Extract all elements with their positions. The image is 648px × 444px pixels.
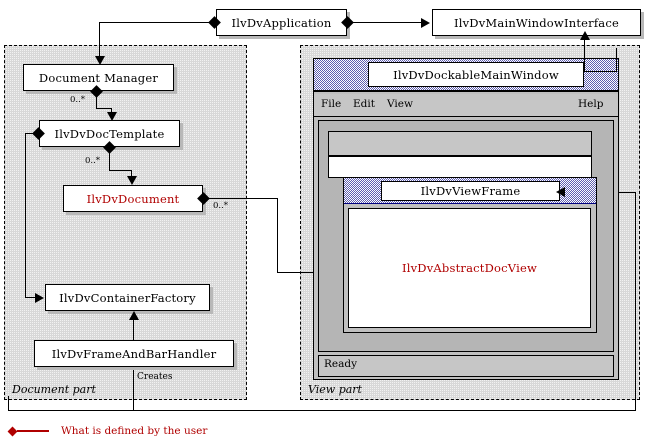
arrowhead-to-container-factory [35,293,44,303]
arrowhead-to-view-frame [556,187,565,197]
arrowhead-to-main-window-interface [580,31,590,40]
multiplicity-template-document: 0..* [85,156,101,166]
class-label-abstract-doc-view: IlvDvAbstractDocView [401,261,538,275]
edge-manager-to-template-h [96,108,111,109]
class-label-doc-template: IlvDvDocTemplate [54,126,165,141]
arrowhead-to-interface [421,18,430,28]
class-ilvdvviewframe[interactable]: IlvDvViewFrame [381,181,560,201]
legend-text: What is defined by the user [61,425,208,437]
class-ilvdvmainwindowinterface[interactable]: IlvDvMainWindowInterface [432,9,641,36]
class-ilvdvcontainerfactory[interactable]: IlvDvContainerFactory [45,284,210,311]
edge-application-to-manager-h [99,22,211,23]
class-label-dockable-main-window: IlvDvDockableMainWindow [393,67,559,82]
main-window-menubar: File Edit View Help [314,94,618,117]
class-ilvdvdockablemainwindow[interactable]: IlvDvDockableMainWindow [368,62,584,87]
edge-template-to-document-h [109,170,131,171]
docked-toolbar [328,131,592,156]
arrowhead-to-doc-template [107,112,117,121]
edge-mainwindow-to-interface-h [584,71,616,72]
edge-application-to-manager-v [99,22,100,58]
edge-mainwindow-to-interface-v1 [584,38,585,71]
edge-mainwindow-to-interface-v2 [616,48,617,72]
edge-template-to-factory-v [25,133,26,298]
class-label-application: IlvDvApplication [231,15,332,30]
outer-frame-bottom [8,410,134,411]
outer-frame-left [8,396,9,411]
legend: What is defined by the user [7,425,208,437]
edge-handler-to-factory [133,320,134,341]
edge-label-creates: Creates [137,372,173,382]
document-part-label: Document part [12,383,96,396]
class-label-document: IlvDvDocument [86,191,180,206]
edge-document-to-view-v [277,198,278,272]
edge-application-to-interface [351,22,423,23]
edge-template-to-document-v1 [109,151,110,170]
menu-item-file[interactable]: File [321,98,342,110]
class-ilvdvapplication[interactable]: IlvDvApplication [216,9,347,36]
class-document-manager[interactable]: Document Manager [23,64,174,91]
edge-manager-to-template-v1 [96,95,97,108]
edge-document-to-view-h2 [277,272,335,273]
multiplicity-manager-template: 0..* [70,95,86,105]
multiplicity-document-view: 0..* [213,201,229,211]
edge-document-to-view-h1 [208,198,277,199]
class-label-document-manager: Document Manager [38,70,159,85]
class-label-view-frame: IlvDvViewFrame [420,184,521,198]
edge-template-to-factory-h1 [25,133,36,134]
creates-route-right [635,192,636,411]
class-label-main-window-interface: IlvDvMainWindowInterface [453,15,619,30]
legend-diamond-icon [7,426,18,436]
legend-line-icon [17,430,49,432]
view-part-label: View part [308,383,362,396]
mdi-client-area [328,156,592,178]
class-ilvdvabstractdocview[interactable]: IlvDvAbstractDocView [348,208,591,328]
edge-template-to-factory-h2 [25,297,36,298]
menu-item-help[interactable]: Help [578,98,604,110]
arrowhead-to-document-manager [95,56,105,65]
statusbar-text: Ready [324,358,358,370]
class-ilvdvframeandbarhandler[interactable]: IlvDvFrameAndBarHandler [34,340,234,367]
menu-item-edit[interactable]: Edit [353,98,375,110]
class-label-frame-and-bar-handler: IlvDvFrameAndBarHandler [51,346,217,361]
creates-route-bottom [133,410,636,411]
class-label-container-factory: IlvDvContainerFactory [59,290,196,305]
edge-template-to-document-v2 [131,170,132,177]
main-window-statusbar: Ready [318,355,614,377]
creates-route-down-from-handler [133,368,134,411]
menu-item-view[interactable]: View [387,98,413,110]
edge-manager-to-template-v2 [111,108,112,113]
class-ilvdvdocument[interactable]: IlvDvDocument [63,185,203,212]
arrowhead-to-container-factory-up [129,311,139,320]
arrowhead-to-document [127,176,137,185]
